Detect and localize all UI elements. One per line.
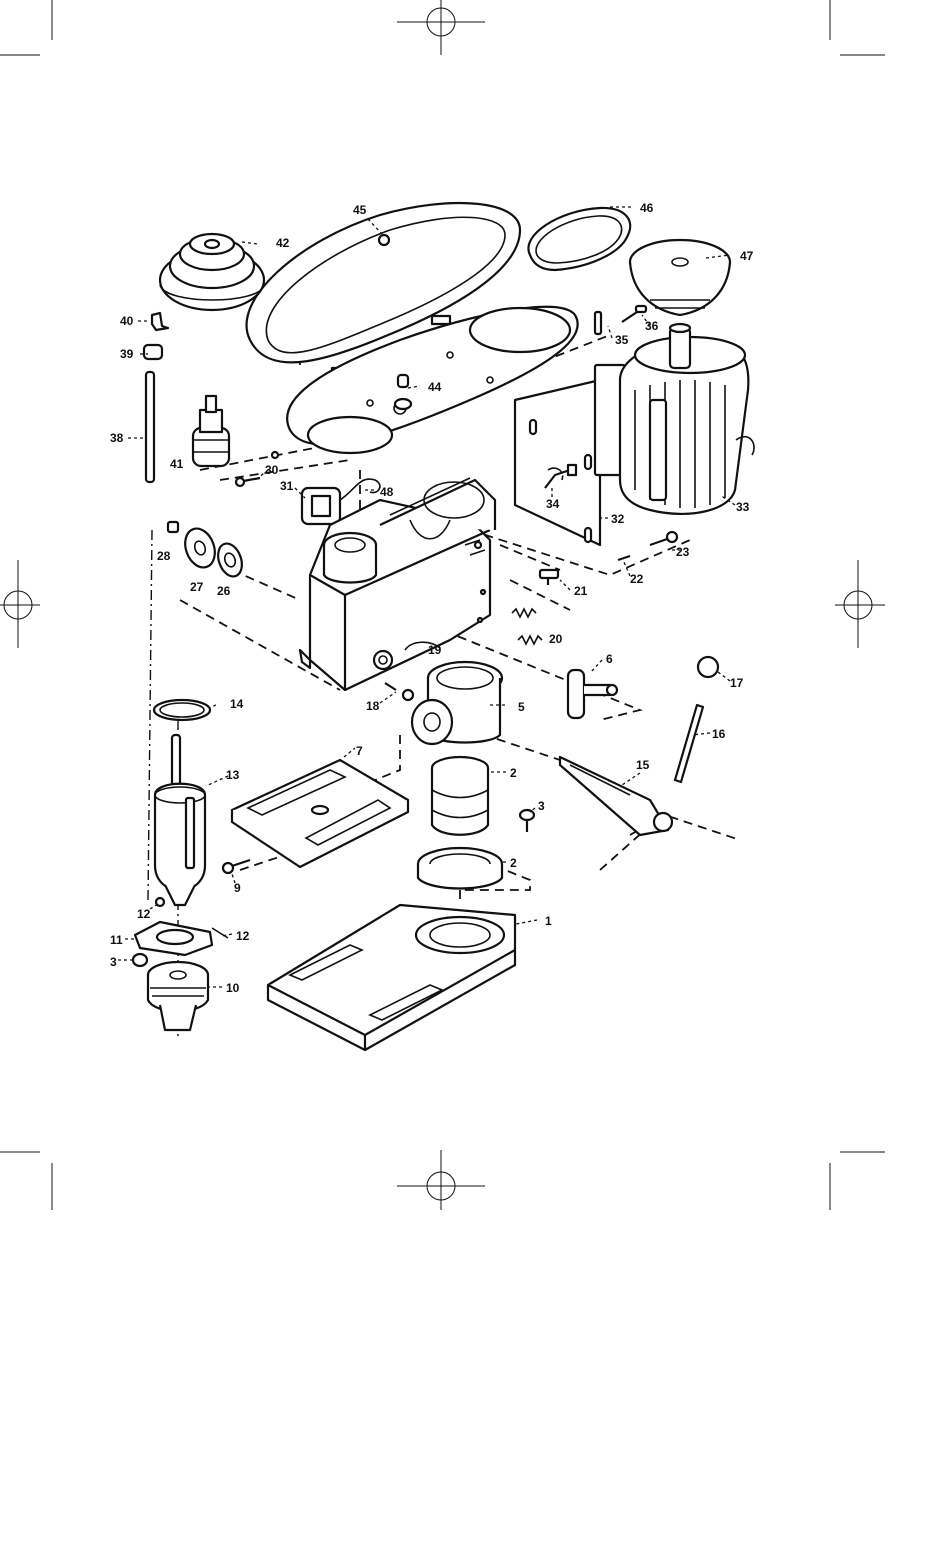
- base: [268, 905, 515, 1050]
- label-part-40: 40: [120, 314, 134, 328]
- label-part-23: 23: [676, 545, 690, 559]
- label-part-16: 16: [712, 727, 726, 741]
- label-part-1: 1: [545, 914, 552, 928]
- label-part-32: 32: [611, 512, 625, 526]
- label-part-2-lower: 2: [510, 856, 517, 870]
- depth-stop: [568, 670, 617, 718]
- motor-pulley: [630, 240, 730, 315]
- label-part-17: 17: [730, 676, 744, 690]
- label-part-48: 48: [380, 485, 394, 499]
- label-part-14: 14: [230, 697, 244, 711]
- label-part-10: 10: [226, 981, 240, 995]
- label-part-27: 27: [190, 580, 204, 594]
- label-part-44: 44: [428, 380, 442, 394]
- spindle-pulley: [160, 234, 264, 310]
- return-spring-rod: [144, 313, 168, 482]
- drive-belt: [528, 208, 630, 270]
- label-part-22: 22: [630, 572, 644, 586]
- registration-target-left: [0, 560, 40, 648]
- label-part-38: 38: [110, 431, 124, 445]
- label-part-3-upper: 3: [538, 799, 545, 813]
- registration-target-bottom: [397, 1150, 485, 1210]
- label-part-9: 9: [234, 881, 241, 895]
- label-part-30: 30: [265, 463, 279, 477]
- label-part-11: 11: [110, 933, 123, 947]
- label-part-46: 46: [640, 201, 654, 215]
- label-part-18: 18: [366, 699, 380, 713]
- label-part-34: 34: [546, 497, 560, 511]
- label-part-35: 35: [615, 333, 629, 347]
- pinion-parts: [168, 522, 246, 580]
- label-part-28: 28: [157, 549, 171, 563]
- column-collars: [418, 757, 502, 889]
- spindle-spline: [193, 396, 229, 466]
- label-part-13: 13: [226, 768, 240, 782]
- label-part-47: 47: [740, 249, 754, 263]
- column-bracket: [412, 662, 502, 744]
- label-part-26: 26: [217, 584, 231, 598]
- label-part-3-lower: 3: [110, 955, 117, 969]
- label-part-33: 33: [736, 500, 750, 514]
- label-part-19: 19: [428, 643, 442, 657]
- label-part-15: 15: [636, 758, 650, 772]
- motor: [620, 324, 754, 514]
- label-part-39: 39: [120, 347, 134, 361]
- label-part-36: 36: [645, 319, 659, 333]
- label-part-6: 6: [606, 652, 613, 666]
- motor-bracket: [515, 365, 625, 545]
- label-part-7: 7: [356, 744, 363, 758]
- springs: [512, 609, 542, 644]
- feed-shaft: [560, 757, 672, 835]
- label-part-20: 20: [549, 632, 563, 646]
- registration-target-right: [835, 560, 885, 648]
- registration-target-top: [397, 0, 485, 55]
- label-part-2-upper: 2: [510, 766, 517, 780]
- set-screw-9: [223, 860, 250, 873]
- label-part-45: 45: [353, 203, 367, 217]
- label-part-41: 41: [170, 457, 184, 471]
- motor-key-and-screw: [595, 306, 646, 334]
- label-part-21: 21: [574, 584, 588, 598]
- work-table: [232, 760, 408, 867]
- label-part-12-lower: 12: [236, 929, 250, 943]
- quill-assembly: [154, 700, 210, 905]
- feed-handle: [675, 657, 718, 782]
- label-part-5: 5: [518, 700, 525, 714]
- label-part-12-upper: 12: [137, 907, 151, 921]
- pin-18: [385, 683, 413, 700]
- label-part-31: 31: [280, 479, 294, 493]
- label-part-42: 42: [276, 236, 290, 250]
